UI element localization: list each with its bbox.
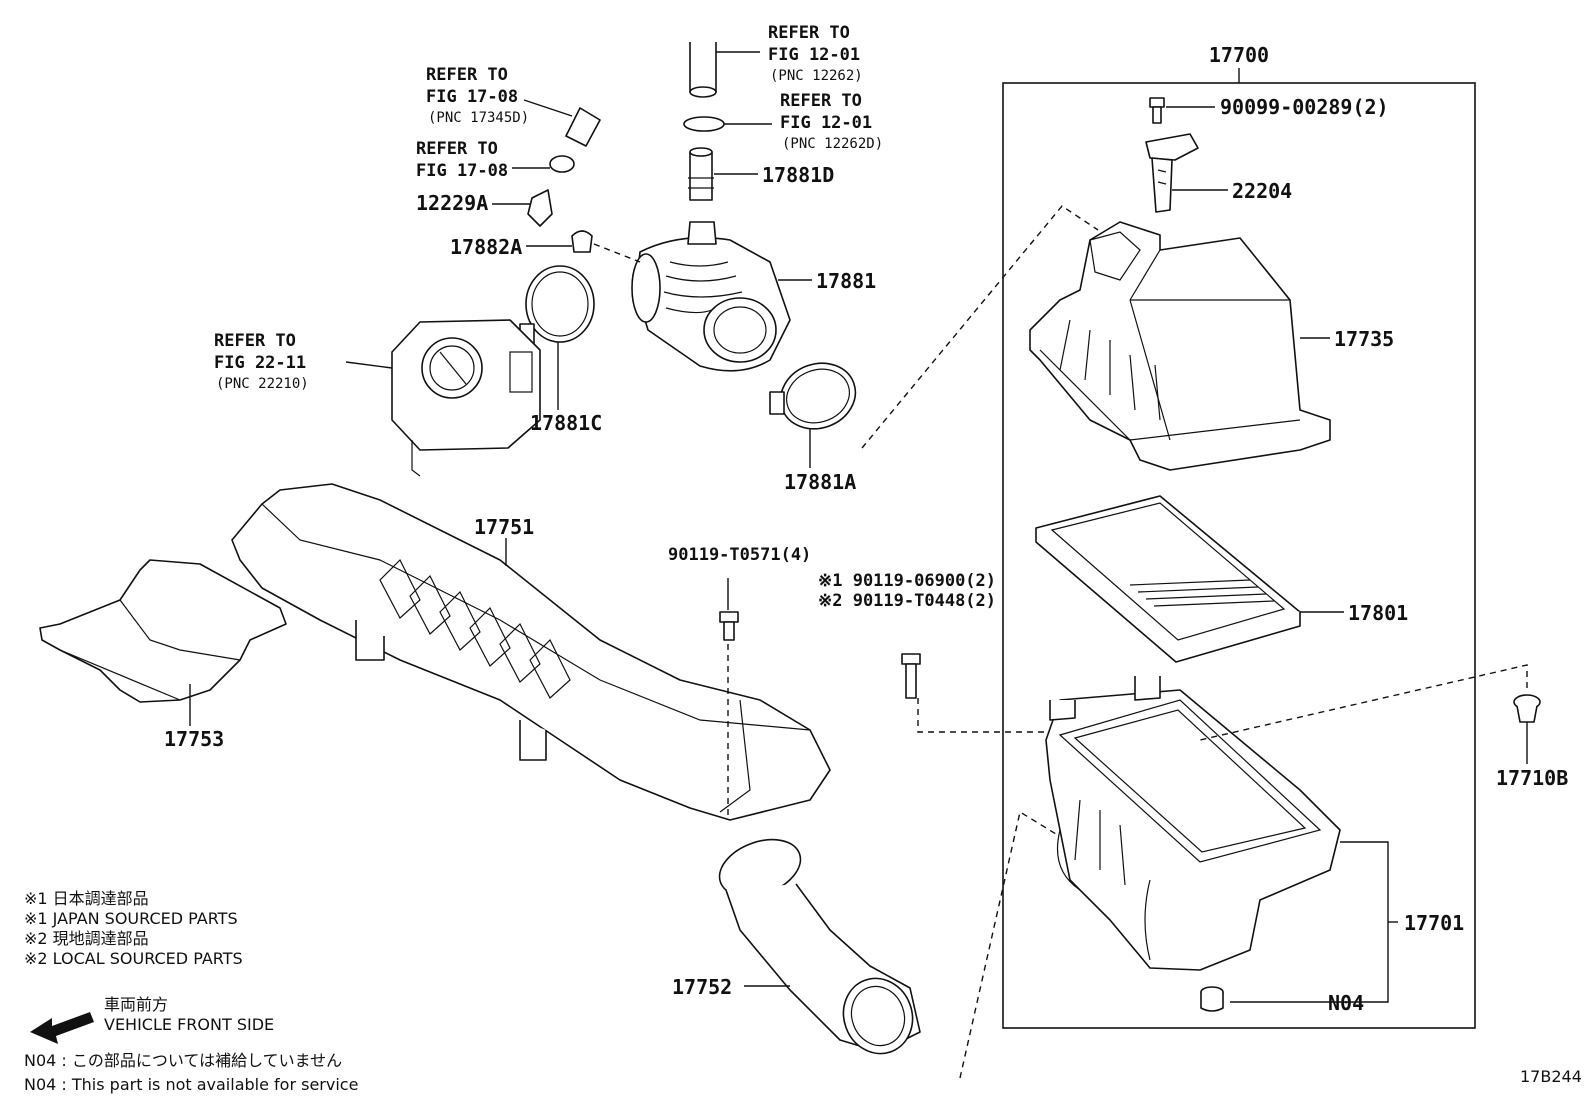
air-filter-element-drawing	[1035, 495, 1301, 663]
label-17700: 17700	[1209, 43, 1269, 67]
ref-17-08-a-line1: REFER TO	[426, 65, 508, 85]
grommet-17710b-drawing	[1513, 694, 1541, 723]
label-17753: 17753	[164, 727, 224, 751]
label-12229a: 12229A	[416, 191, 488, 215]
ref-22-11-line1: REFER TO	[214, 331, 296, 351]
legend-local-jp: ※2 現地調達部品	[24, 929, 149, 948]
label-17881c: 17881C	[530, 411, 602, 435]
bolt-90119-06900-drawing	[901, 653, 921, 699]
inlet-duct-17751-drawing	[231, 483, 831, 821]
connector-12229a-drawing	[527, 189, 553, 227]
legend-japan-jp: ※1 日本調達部品	[24, 889, 149, 908]
label-17801: 17801	[1348, 601, 1408, 625]
ref-12-01-a-line2: FIG 12-01	[768, 45, 860, 65]
ref-22-11-line2: FIG 22-11	[214, 353, 306, 373]
n04-note-en: N04 : This part is not available for ser…	[24, 1075, 358, 1094]
o-ring-12262d-drawing	[683, 116, 725, 132]
diagram-code: 17B244	[1520, 1067, 1582, 1086]
label-17710b: 17710B	[1496, 766, 1568, 790]
n04-note-jp: N04 : この部品については補給していません	[24, 1051, 342, 1070]
legend-local-en: ※2 LOCAL SOURCED PARTS	[24, 949, 243, 968]
ref-12-01-b-line2: FIG 12-01	[780, 113, 872, 133]
bolt-90099-drawing	[1149, 97, 1165, 124]
label-n04: N04	[1328, 991, 1364, 1015]
label-17881: 17881	[816, 269, 876, 293]
clamp-17-08-drawing	[549, 155, 575, 173]
air-hose-17752-drawing	[718, 838, 921, 1055]
legend-japan-en: ※1 JAPAN SOURCED PARTS	[24, 909, 238, 928]
label-17751: 17751	[474, 515, 534, 539]
pipe-12262-drawing	[689, 42, 717, 98]
ref-12-01-a-line1: REFER TO	[768, 23, 850, 43]
ref-12-01-b-pnc: (PNC 12262D)	[782, 136, 883, 152]
grommet-n04-drawing	[1200, 986, 1224, 1012]
hose-17345d-drawing	[565, 107, 601, 147]
ref-17-08-b-line2: FIG 17-08	[416, 161, 508, 181]
ref-12-01-a-pnc: (PNC 12262)	[770, 68, 863, 84]
label-90119-06900: ※1 90119-06900(2)	[818, 571, 996, 591]
label-17881d: 17881D	[762, 163, 834, 187]
air-flow-meter-drawing	[1145, 133, 1199, 213]
ref-17-08-b-line1: REFER TO	[416, 139, 498, 159]
ref-22-11-pnc: (PNC 22210)	[216, 376, 309, 392]
front-direction-arrow-icon	[30, 1012, 94, 1044]
label-90119-t0571: 90119-T0571(4)	[668, 545, 811, 565]
label-22204: 22204	[1232, 179, 1292, 203]
bolt-90119-t0571-drawing	[719, 611, 739, 641]
hose-clamp-17881c-drawing	[519, 265, 595, 347]
hose-clamp-17881a-drawing	[769, 362, 857, 430]
air-cleaner-cap-drawing	[1029, 221, 1331, 471]
air-cleaner-case-drawing	[1045, 676, 1341, 971]
air-guide-17753-drawing	[39, 559, 287, 703]
label-17735: 17735	[1334, 327, 1394, 351]
clip-17882a-drawing	[571, 230, 593, 253]
throttle-body-drawing	[391, 319, 541, 477]
front-side-jp: 車両前方	[104, 995, 168, 1014]
ref-17-08-a-line2: FIG 17-08	[426, 87, 518, 107]
front-side-en: VEHICLE FRONT SIDE	[104, 1015, 274, 1034]
ref-12-01-b-line1: REFER TO	[780, 91, 862, 111]
label-90119-t0448: ※2 90119-T0448(2)	[818, 591, 996, 611]
label-17752: 17752	[672, 975, 732, 999]
label-90099-00289: 90099-00289(2)	[1220, 95, 1389, 119]
label-17701: 17701	[1404, 911, 1464, 935]
hose-nipple-17881d-drawing	[688, 147, 714, 201]
label-17881a: 17881A	[784, 470, 856, 494]
ref-17-08-a-pnc: (PNC 17345D)	[428, 110, 529, 126]
label-17882a: 17882A	[450, 235, 522, 259]
intake-hose-17881-drawing	[631, 221, 791, 372]
